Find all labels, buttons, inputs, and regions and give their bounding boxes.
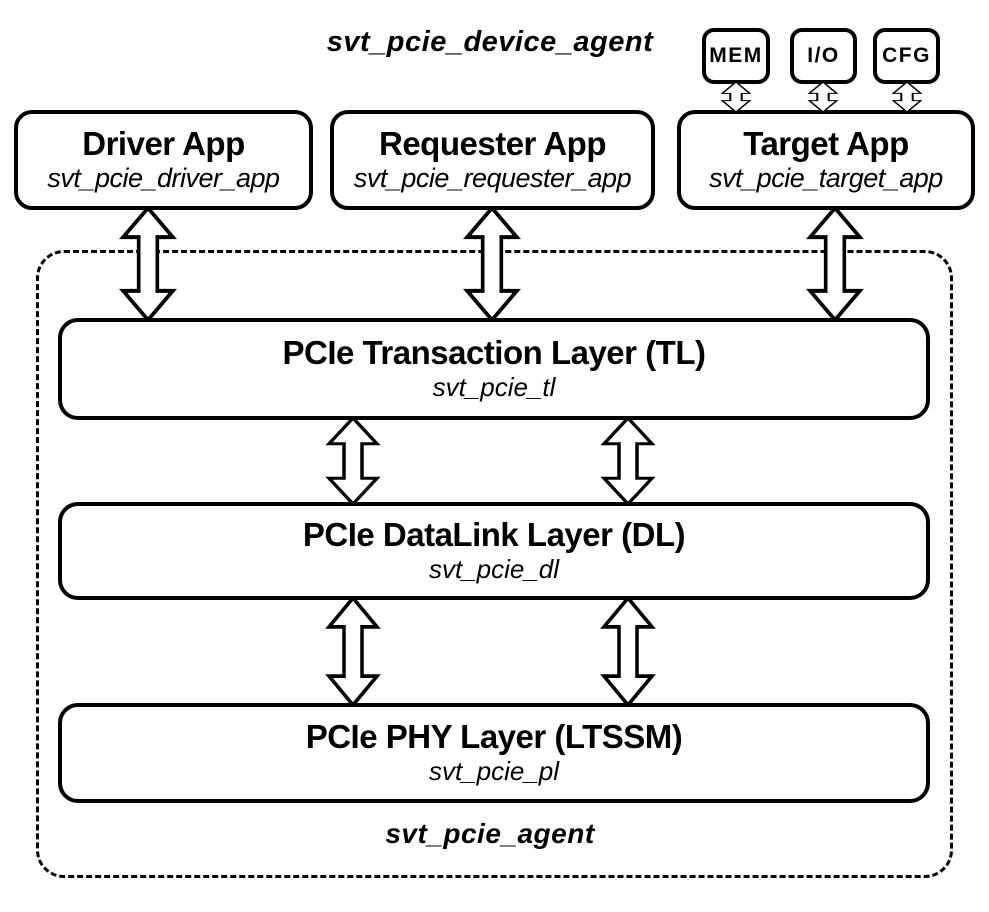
port-label: I/O (807, 44, 840, 67)
app-component: svt_pcie_driver_app (47, 162, 280, 193)
double-arrow-icon (119, 208, 177, 320)
layer-component: svt_pcie_pl (428, 755, 560, 786)
port-box-cfg: CFG (873, 28, 940, 84)
port-box-io: I/O (790, 28, 857, 84)
double-arrow-icon (325, 598, 381, 705)
layer-title: PCIe PHY Layer (LTSSM) (305, 718, 683, 756)
layer-component: svt_pcie_tl (432, 371, 556, 402)
port-label: CFG (882, 44, 931, 67)
double-arrow-icon (600, 418, 656, 504)
diagram-title: svt_pcie_device_agent (326, 26, 654, 58)
app-title: Driver App (82, 125, 245, 163)
app-component: svt_pcie_requester_app (353, 162, 632, 193)
app-box-driver: Driver App svt_pcie_driver_app (14, 110, 313, 210)
double-arrow-icon (463, 208, 521, 320)
agent-label: svt_pcie_agent (385, 818, 595, 849)
layer-component: svt_pcie_dl (428, 553, 560, 584)
double-arrow-icon (600, 598, 656, 705)
port-box-mem: MEM (702, 28, 770, 84)
app-box-target: Target App svt_pcie_target_app (677, 110, 975, 210)
layer-title: PCIe DataLink Layer (DL) (302, 516, 686, 554)
layer-box-dl: PCIe DataLink Layer (DL) svt_pcie_dl (58, 502, 930, 600)
app-title: Target App (743, 125, 909, 163)
double-arrow-icon (807, 82, 839, 112)
layer-box-pl: PCIe PHY Layer (LTSSM) svt_pcie_pl (58, 703, 930, 803)
double-arrow-icon (325, 418, 381, 504)
double-arrow-icon (806, 208, 864, 320)
layer-title: PCIe Transaction Layer (TL) (282, 334, 706, 372)
layer-box-tl: PCIe Transaction Layer (TL) svt_pcie_tl (58, 318, 930, 420)
double-arrow-icon (891, 82, 923, 112)
double-arrow-icon (720, 82, 752, 112)
app-component: svt_pcie_target_app (709, 162, 943, 193)
app-box-requester: Requester App svt_pcie_requester_app (330, 110, 655, 210)
app-title: Requester App (379, 125, 606, 163)
port-label: MEM (709, 44, 763, 67)
